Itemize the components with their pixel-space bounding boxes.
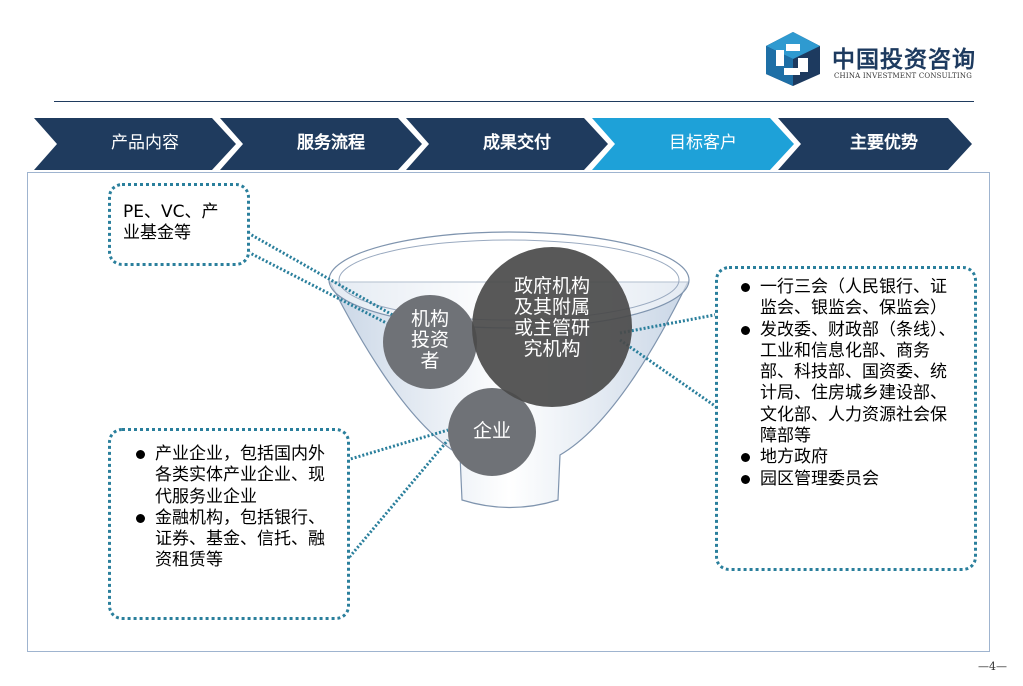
connector-government-bottom <box>619 338 729 417</box>
callout-pe-vc: PE、VC、产 业基金等 <box>108 183 250 266</box>
nav-label-advantage[interactable]: 主要优势 <box>850 133 918 153</box>
nav-label-service[interactable]: 服务流程 <box>297 133 365 153</box>
circle-government-label: 政府机构 及其附属 或主管研 究机构 <box>513 275 590 360</box>
circle-institutional-investor <box>383 295 477 389</box>
list-item: 一行三会（人民银行、证监会、银监会、保监会） <box>738 277 962 320</box>
nav-label-product[interactable]: 产品内容 <box>111 133 179 153</box>
callout-enterprise: 产业企业，包括国内外各类实体产业企业、现代服务业企业 金融机构，包括银行、证券、… <box>108 428 350 620</box>
list-item: 产业企业，包括国内外各类实体产业企业、现代服务业企业 <box>133 444 337 508</box>
connector-enterprise-top <box>346 428 449 462</box>
header-divider <box>54 101 974 102</box>
list-item: 地方政府 <box>738 447 962 468</box>
callout-pe-vc-text: PE、VC、产 业基金等 <box>123 202 219 243</box>
nav-label-delivery[interactable]: 成果交付 <box>483 133 551 153</box>
list-item: 金融机构，包括银行、证券、基金、信托、融资租赁等 <box>133 508 337 572</box>
circle-enterprise <box>448 388 536 476</box>
page-number: —4— <box>978 660 1007 673</box>
logo-emblem-icon <box>766 32 820 86</box>
circle-government <box>472 247 632 407</box>
logo-name: 中国投资咨询 <box>832 47 976 73</box>
government-list: 一行三会（人民银行、证监会、银监会、保监会） 发改委、财政部（条线）、工业和信息… <box>738 277 962 490</box>
circle-institutional-label: 机构 投资 者 <box>410 308 449 372</box>
circle-enterprise-label: 企业 <box>472 420 511 442</box>
list-item: 园区管理委员会 <box>738 469 962 490</box>
logo-subtitle: CHINA INVESTMENT CONSULTING <box>834 72 972 80</box>
connector-enterprise-bottom <box>345 439 450 561</box>
enterprise-list: 产业企业，包括国内外各类实体产业企业、现代服务业企业 金融机构，包括银行、证券、… <box>133 444 337 572</box>
connector-government-top <box>619 310 731 335</box>
content-panel <box>27 172 990 652</box>
company-logo: 中国投资咨询 CHINA INVESTMENT CONSULTING <box>762 30 1002 90</box>
callout-government: 一行三会（人民银行、证监会、银监会、保监会） 发改委、财政部（条线）、工业和信息… <box>715 266 977 571</box>
list-item: 发改委、财政部（条线）、工业和信息化部、商务部、科技部、国资委、统计局、住房城乡… <box>738 320 962 448</box>
nav-label-target-customer[interactable]: 目标客户 <box>669 133 737 153</box>
